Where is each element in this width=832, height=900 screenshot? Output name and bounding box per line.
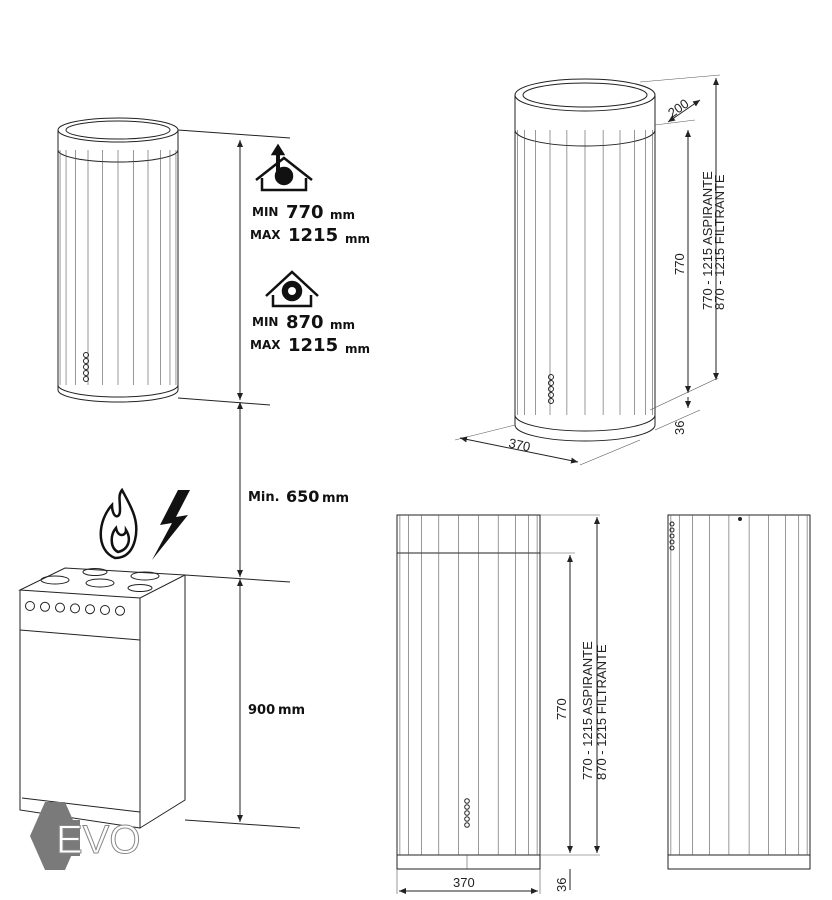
iso-hood-cylinder [514, 78, 656, 442]
recirc-max-label: MAX [250, 338, 281, 352]
ducted-max-unit: mm [345, 232, 370, 246]
stove-knob [55, 602, 65, 613]
electric-bolt-icon [152, 490, 190, 560]
burners [40, 568, 160, 592]
svg-text:870 - 1215 FILTRANTE: 870 - 1215 FILTRANTE [594, 644, 609, 780]
front-view-dimensions: 770 770 - 1215 ASPIRANTE 870 - 1215 FILT… [396, 514, 609, 894]
stove-knob [40, 601, 50, 612]
stove-knob [85, 604, 95, 615]
recirc-min-value: 870 [286, 312, 324, 333]
ducted-max-label: MAX [250, 228, 281, 242]
stove-knob [25, 601, 35, 611]
ducted-min-value: 770 [286, 202, 324, 223]
svg-text:770 - 1215 ASPIRANTE: 770 - 1215 ASPIRANTE [700, 171, 715, 310]
svg-text:870 - 1215 FILTRANTE: 870 - 1215 FILTRANTE [712, 174, 727, 310]
hob-clearance-value: 650 [286, 487, 319, 506]
left-dimension-line [177, 129, 301, 829]
ducted-min-unit: mm [330, 208, 355, 222]
hob-clearance-label: Min. [248, 490, 280, 505]
stove-knob [115, 605, 125, 616]
recirc-min-unit: mm [330, 318, 355, 332]
stove-height-value: 900 [248, 703, 275, 718]
stove-knob [100, 605, 110, 615]
svg-text:EVO: EVO [56, 818, 140, 862]
hob-clearance-unit: mm [322, 491, 349, 506]
ducted-extraction-icon [255, 143, 313, 192]
recirc-min-label: MIN [252, 315, 278, 329]
stove-drawing [18, 567, 187, 829]
svg-text:770: 770 [672, 253, 687, 275]
svg-text:370: 370 [507, 435, 531, 454]
stove-knob [70, 603, 80, 614]
svg-text:770 - 1215 ASPIRANTE: 770 - 1215 ASPIRANTE [580, 641, 595, 780]
svg-text:36: 36 [554, 878, 569, 892]
svg-text:770: 770 [554, 698, 569, 720]
recirc-max-unit: mm [345, 342, 370, 356]
evo-logo: EVO [30, 802, 141, 870]
svg-text:36: 36 [672, 421, 687, 435]
ducted-max-value: 1215 [288, 225, 338, 246]
gas-flame-icon [99, 487, 138, 560]
recirc-max-value: 1215 [288, 335, 338, 356]
svg-text:200: 200 [665, 96, 691, 121]
left-hood-cylinder [57, 117, 179, 403]
front-view-hood [396, 514, 541, 870]
recirculating-icon [265, 270, 319, 308]
side-view-hood [667, 514, 811, 870]
control-buttons [83, 352, 89, 382]
ducted-min-label: MIN [252, 205, 278, 219]
stove-height-unit: mm [278, 703, 305, 718]
iso-dimensions: 200 770 770 - 1215 ASPIRANTE 870 - 1215 … [454, 74, 727, 466]
svg-text:370: 370 [453, 875, 475, 890]
